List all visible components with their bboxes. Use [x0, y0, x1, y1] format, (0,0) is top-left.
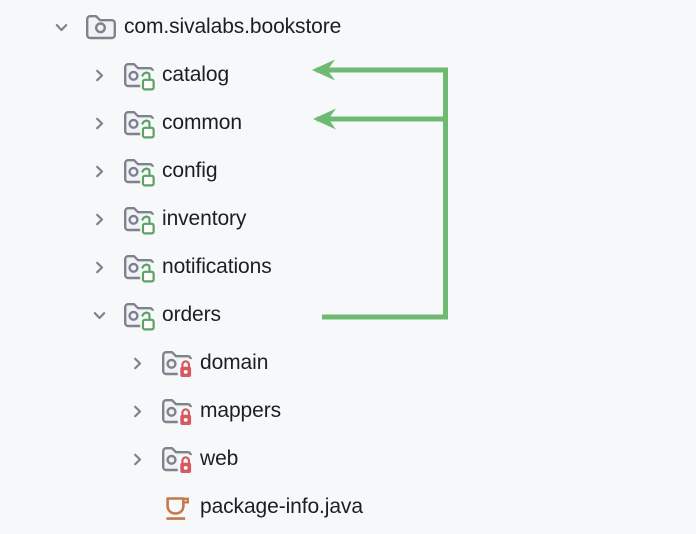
chevron-right-icon[interactable] — [80, 99, 118, 147]
tree-item-label: package-info.java — [200, 495, 363, 518]
chevron-down-icon[interactable] — [42, 3, 80, 51]
chevron-down-icon[interactable] — [80, 291, 118, 339]
tree-row-com-sivalabs-bookstore[interactable]: com.sivalabs.bookstore — [0, 3, 363, 51]
chevron-right-icon[interactable] — [118, 387, 156, 435]
chevron-right-icon[interactable] — [80, 147, 118, 195]
chevron-spacer — [118, 483, 156, 531]
tree-item-label: orders — [162, 303, 221, 326]
tree-row-catalog[interactable]: catalog — [0, 51, 363, 99]
tree-item-label: config — [162, 159, 218, 182]
chevron-right-icon[interactable] — [80, 51, 118, 99]
tree-row-package-info-java[interactable]: package-info.java — [0, 483, 363, 531]
tree-item-label: inventory — [162, 207, 247, 230]
tree-item-label: web — [200, 447, 239, 470]
tree-item-label: common — [162, 111, 242, 134]
tree-row-orders[interactable]: orders — [0, 291, 363, 339]
package-unlocked-icon — [122, 106, 156, 140]
tree-row-inventory[interactable]: inventory — [0, 195, 363, 243]
package-unlocked-icon — [122, 250, 156, 284]
tree-row-common[interactable]: common — [0, 99, 363, 147]
tree-row-notifications[interactable]: notifications — [0, 243, 363, 291]
tree-row-mappers[interactable]: mappers — [0, 387, 363, 435]
package-unlocked-icon — [122, 154, 156, 188]
package-unlocked-icon — [122, 298, 156, 332]
tree-row-config[interactable]: config — [0, 147, 363, 195]
chevron-right-icon[interactable] — [80, 243, 118, 291]
tree-row-domain[interactable]: domain — [0, 339, 363, 387]
chevron-right-icon[interactable] — [118, 435, 156, 483]
tree-item-label: catalog — [162, 63, 230, 86]
chevron-right-icon[interactable] — [80, 195, 118, 243]
package-unlocked-icon — [122, 58, 156, 92]
package-unlocked-icon — [122, 202, 156, 236]
tree-item-label: notifications — [162, 255, 272, 278]
tree-item-label: domain — [200, 351, 269, 374]
package-icon — [84, 10, 118, 44]
package-locked-icon — [160, 346, 194, 380]
tree-item-label: mappers — [200, 399, 282, 422]
package-tree: com.sivalabs.bookstore catalog common co… — [0, 3, 363, 531]
java-class-icon — [160, 490, 194, 524]
tree-row-web[interactable]: web — [0, 435, 363, 483]
package-locked-icon — [160, 442, 194, 476]
package-locked-icon — [160, 394, 194, 428]
chevron-right-icon[interactable] — [118, 339, 156, 387]
tree-item-label: com.sivalabs.bookstore — [124, 15, 342, 38]
